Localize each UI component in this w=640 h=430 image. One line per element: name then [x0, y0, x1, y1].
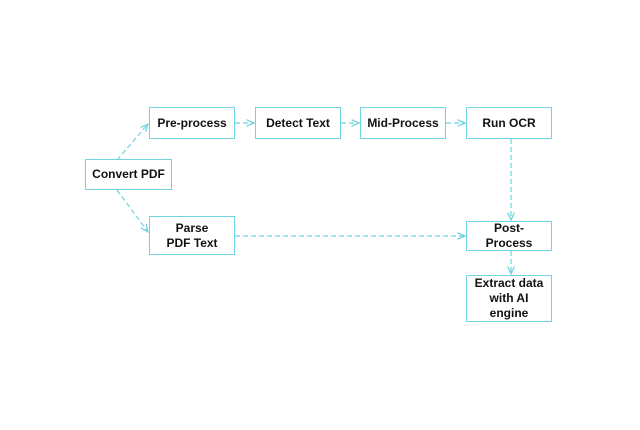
node-extract-data: Extract data with AI engine — [466, 275, 552, 322]
edge-convert-to-parse — [116, 189, 148, 232]
node-convert-pdf: Convert PDF — [85, 159, 172, 190]
node-run-ocr: Run OCR — [466, 107, 552, 139]
edge-convert-to-preprocess — [116, 124, 148, 161]
node-mid-process: Mid-Process — [360, 107, 446, 139]
node-post-process: Post-Process — [466, 221, 552, 251]
node-detect-text: Detect Text — [255, 107, 341, 139]
node-pre-process: Pre-process — [149, 107, 235, 139]
node-parse-pdf-text: Parse PDF Text — [149, 216, 235, 255]
